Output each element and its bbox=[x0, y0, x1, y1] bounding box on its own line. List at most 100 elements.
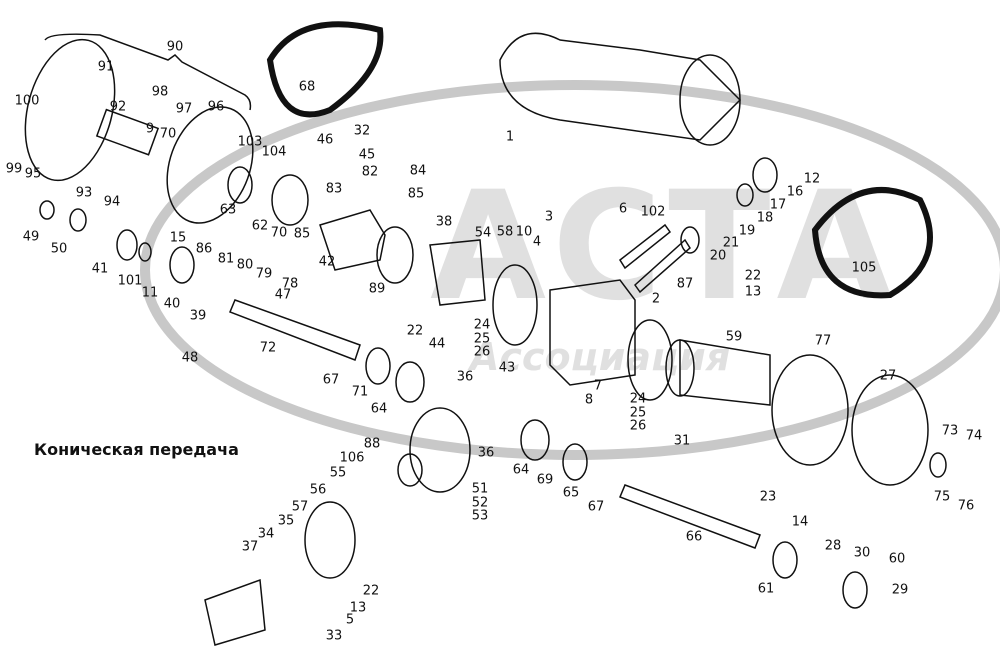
part-label: 78 bbox=[281, 276, 299, 292]
part-label: 11 bbox=[141, 285, 159, 301]
part-label: 14 bbox=[791, 514, 809, 530]
part-label: 60 bbox=[888, 551, 906, 567]
part-label: 57 bbox=[291, 499, 309, 515]
part-label: 71 bbox=[351, 384, 369, 400]
pulley-96 bbox=[166, 106, 254, 224]
disk-73 bbox=[929, 452, 947, 478]
part-label: 31 bbox=[673, 433, 691, 449]
bearing-20 bbox=[680, 226, 700, 254]
part-label: 41 bbox=[91, 261, 109, 277]
flange-51 bbox=[409, 407, 471, 493]
part-label: 73 bbox=[941, 423, 959, 439]
pulley-91 bbox=[24, 38, 116, 182]
part-label: 35 bbox=[277, 513, 295, 529]
part-label: 28 bbox=[824, 538, 842, 554]
part-label: 102 bbox=[640, 204, 666, 220]
part-label: 87 bbox=[676, 276, 694, 292]
bearing-40 bbox=[169, 246, 195, 284]
part-label: 26 bbox=[473, 344, 491, 360]
part-label: 13 bbox=[349, 600, 367, 616]
ring-101 bbox=[138, 242, 152, 262]
watermark-subtitle: Ассоциация bbox=[470, 335, 731, 379]
part-label: 24 bbox=[473, 317, 491, 333]
part-label: 40 bbox=[163, 296, 181, 312]
part-label: 97 bbox=[175, 101, 193, 117]
part-label: 95 bbox=[24, 166, 42, 182]
part-label: 96 bbox=[207, 99, 225, 115]
gasket-24b bbox=[627, 319, 673, 401]
part-label: 62 bbox=[251, 218, 269, 234]
part-label: 39 bbox=[189, 308, 207, 324]
nut-49 bbox=[39, 200, 55, 220]
part-label: 106 bbox=[339, 450, 365, 466]
gear-64 bbox=[395, 361, 425, 403]
belt-68 bbox=[266, 21, 384, 118]
part-label: 3 bbox=[544, 209, 554, 225]
bearing-63 bbox=[227, 166, 253, 204]
belt-105 bbox=[811, 187, 933, 299]
part-label: 80 bbox=[236, 257, 254, 273]
part-label: 5 bbox=[345, 612, 355, 628]
part-label: 68 bbox=[298, 79, 316, 95]
gearbox-assembly-1 bbox=[499, 32, 742, 141]
part-label: 69 bbox=[536, 472, 554, 488]
part-label: 50 bbox=[50, 241, 68, 257]
gearbox-2 bbox=[549, 279, 636, 386]
part-label: 45 bbox=[358, 147, 376, 163]
part-label: 88 bbox=[363, 436, 381, 452]
part-label: 36 bbox=[477, 445, 495, 461]
section-title: Коническая передача bbox=[34, 440, 239, 459]
part-label: 10 bbox=[515, 224, 533, 240]
part-label: 55 bbox=[329, 465, 347, 481]
part-label: 92 bbox=[109, 99, 127, 115]
part-label: 101 bbox=[117, 273, 143, 289]
part-label: 33 bbox=[325, 628, 343, 644]
part-label: 6 bbox=[618, 201, 628, 217]
part-label: 70 bbox=[270, 225, 288, 241]
part-label: 49 bbox=[22, 229, 40, 245]
part-label: 21 bbox=[722, 235, 740, 251]
part-label: 27 bbox=[879, 368, 897, 384]
part-label: 15 bbox=[169, 230, 187, 246]
part-label: 83 bbox=[325, 181, 343, 197]
part-label: 25 bbox=[629, 405, 647, 421]
part-label: 56 bbox=[309, 482, 327, 498]
shaft-102 bbox=[619, 223, 672, 270]
part-label: 34 bbox=[257, 526, 275, 542]
part-label: 75 bbox=[933, 489, 951, 505]
part-label: 17 bbox=[769, 197, 787, 213]
part-label: 29 bbox=[891, 582, 909, 598]
tube-31 bbox=[679, 339, 771, 406]
sleeve-92 bbox=[95, 108, 160, 156]
part-label: 82 bbox=[361, 164, 379, 180]
part-label: 20 bbox=[709, 248, 727, 264]
flange-38 bbox=[429, 239, 486, 306]
pulley-77 bbox=[771, 354, 849, 466]
seal-41 bbox=[116, 229, 138, 261]
part-label: 8 bbox=[584, 392, 594, 408]
part-label: 64 bbox=[512, 462, 530, 478]
part-label: 52 bbox=[471, 495, 489, 511]
bearing-71 bbox=[365, 347, 391, 385]
part-label: 25 bbox=[473, 331, 491, 347]
part-label: 67 bbox=[587, 499, 605, 515]
part-label: 37 bbox=[241, 539, 259, 555]
part-label: 24 bbox=[629, 391, 647, 407]
part-label: 53 bbox=[471, 508, 489, 524]
part-label: 64 bbox=[370, 401, 388, 417]
part-label: 58 bbox=[496, 224, 514, 240]
part-label: 42 bbox=[318, 254, 336, 270]
part-label: 23 bbox=[759, 489, 777, 505]
cap-16 bbox=[752, 157, 778, 193]
part-label: 12 bbox=[803, 171, 821, 187]
gear-64b bbox=[520, 419, 550, 461]
part-label: 81 bbox=[217, 251, 235, 267]
part-label: 103 bbox=[237, 134, 263, 150]
part-label: 30 bbox=[853, 545, 871, 561]
shaft-87 bbox=[634, 238, 691, 294]
part-label: 7 bbox=[593, 378, 603, 394]
pulley-27 bbox=[851, 374, 929, 486]
part-label: 43 bbox=[498, 360, 516, 376]
